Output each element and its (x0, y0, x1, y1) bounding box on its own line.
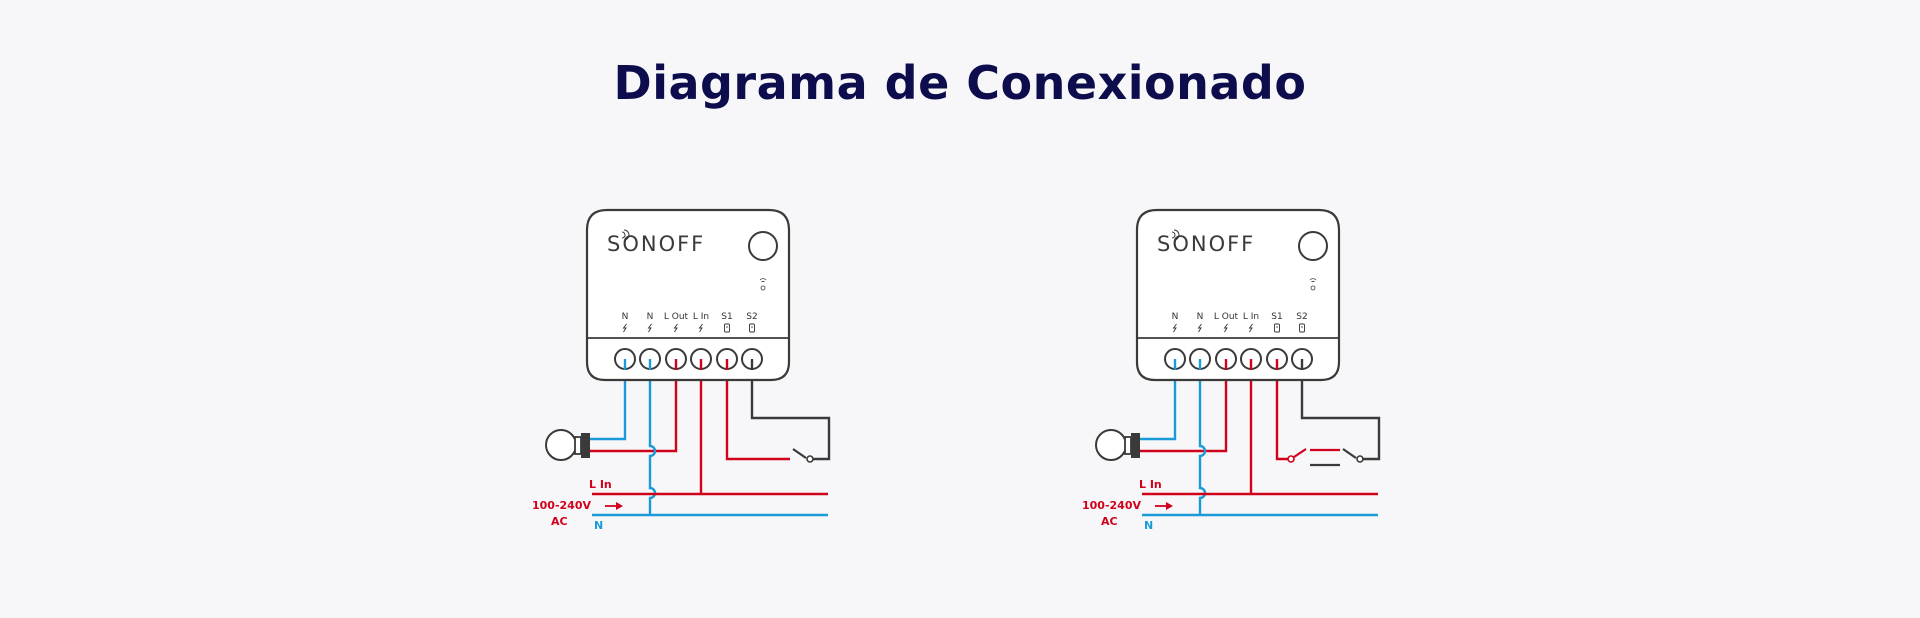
line-in-label: L In (589, 478, 612, 491)
wifi-led-icon (1309, 278, 1317, 291)
wifi-led-icon (759, 278, 767, 291)
line-in-label: L In (1139, 478, 1162, 491)
arrow-right-icon (605, 502, 623, 510)
terminal-label: S1 (721, 312, 732, 322)
neutral-wire-main (648, 360, 657, 515)
s1-wire (1275, 360, 1290, 461)
terminal-label: L In (693, 312, 709, 322)
voltage-label: 100-240V (532, 499, 591, 512)
s2-wire (1300, 360, 1381, 461)
brand-logo: SONOFF (1157, 232, 1255, 256)
terminal-label: S2 (1296, 312, 1307, 322)
live-wire-bulb (1140, 360, 1228, 453)
terminal-label: L Out (664, 312, 689, 322)
neutral-wire-bulb (590, 360, 627, 441)
wifi-icon (1171, 229, 1180, 241)
terminal-label: L Out (1214, 312, 1239, 322)
switch-icon (1287, 448, 1364, 467)
terminal-label: N (622, 312, 629, 322)
sonoff-module: SONOFF N N L Out L In S1 S2 (1135, 208, 1341, 382)
bulb-icon (1095, 429, 1140, 461)
sonoff-module: SONOFF N N L Out L In S1 S2 (585, 208, 791, 382)
pairing-button (748, 231, 778, 261)
pairing-button (1298, 231, 1328, 261)
switch-icon (792, 448, 814, 463)
live-wire-bulb (590, 360, 678, 453)
neutral-label: N (594, 519, 603, 532)
s2-wire (750, 360, 831, 461)
page-title: Diagrama de Conexionado (613, 56, 1307, 110)
neutral-wire-main (1198, 360, 1207, 515)
neutral-label: N (1144, 519, 1153, 532)
s1-wire (725, 360, 790, 461)
diagram-two-way-switch: L In 100-240V AC N SONOFF (1082, 208, 1381, 532)
bulb-icon (545, 429, 590, 461)
arrow-right-icon (1155, 502, 1173, 510)
terminal-label: N (647, 312, 654, 322)
terminal-label: L In (1243, 312, 1259, 322)
ac-label: AC (1101, 515, 1118, 528)
terminal-label: S1 (1271, 312, 1282, 322)
terminal-label: S2 (746, 312, 757, 322)
ac-label: AC (551, 515, 568, 528)
wifi-icon (621, 229, 630, 241)
neutral-wire-bulb (1140, 360, 1177, 441)
diagram-single-switch: L In 100-240V AC N SONOFF (532, 208, 831, 532)
voltage-label: 100-240V (1082, 499, 1141, 512)
terminal-label: N (1172, 312, 1179, 322)
brand-logo: SONOFF (607, 232, 705, 256)
terminal-label: N (1197, 312, 1204, 322)
